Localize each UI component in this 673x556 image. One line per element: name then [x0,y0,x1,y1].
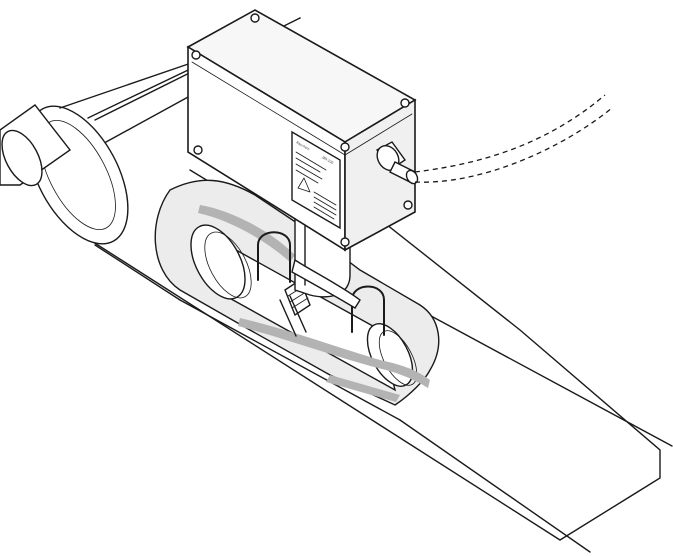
junction-box: Raychem JBS-100 [186,9,419,252]
label-plate: Raychem JBS-100 [291,130,341,230]
screw-icon [400,98,410,108]
junction-box-stand [291,213,361,309]
power-cable [414,94,613,183]
warning-triangle-icon [297,177,311,193]
screw-icon [403,200,413,210]
screw-icon [340,142,350,152]
screw-icon [250,13,260,23]
u-bolt-clamp-left [257,231,291,283]
label-model: JBS-100 [321,155,335,165]
heating-cable-tape [198,205,430,402]
cable-gland [375,141,419,185]
label-brand: Raychem [296,140,311,151]
screw-icon [191,50,201,60]
screw-icon [193,145,203,155]
screw-icon [340,237,350,247]
cable-tie [279,278,311,337]
